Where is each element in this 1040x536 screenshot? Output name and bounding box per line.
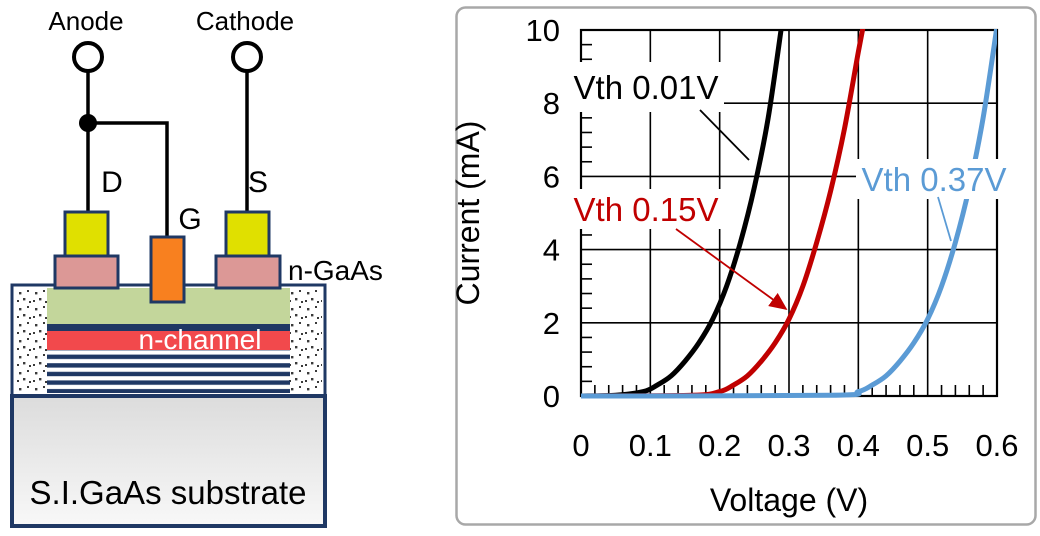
- isolation-region-right: [289, 288, 322, 393]
- cathode-label: Cathode: [196, 6, 294, 36]
- y-tick-label: 8: [543, 86, 560, 121]
- substrate-label: S.I.GaAs substrate: [30, 474, 307, 511]
- x-tick-label: 0.1: [629, 428, 672, 463]
- channel-layer: [47, 331, 290, 350]
- iv-curve: [581, 29, 784, 399]
- wire-junction-dot: [79, 114, 97, 132]
- annotation-label: Vth 0.01V: [574, 69, 719, 106]
- annotation-box: [568, 62, 724, 112]
- cap-label: n-GaAs: [288, 255, 383, 286]
- annotation-leader-line: [699, 109, 750, 161]
- y-tick-label: 10: [526, 13, 560, 48]
- substrate: [10, 394, 327, 528]
- y-tick-label: 0: [543, 379, 560, 414]
- y-tick-label: 2: [543, 306, 560, 341]
- annotation-box: [856, 159, 1012, 199]
- gate-label: G: [178, 203, 201, 236]
- gate-wire: [88, 121, 169, 242]
- source-contact-base: [214, 254, 282, 290]
- annotation-box: [568, 189, 724, 229]
- isolation-region-left: [15, 288, 47, 393]
- iv-curve: [581, 29, 866, 399]
- gate-electrode: [149, 235, 186, 304]
- x-tick-label: 0.4: [837, 428, 880, 463]
- drain-contact-cap: [63, 210, 110, 258]
- x-tick-label: 0.3: [767, 428, 810, 463]
- device-diagram: Anode Cathode D S G n-channel S.I.GaAs s…: [10, 6, 383, 528]
- x-tick-label: 0.5: [906, 428, 949, 463]
- annotations-layer: Vth 0.01V Vth 0.15V Vth 0.37V: [568, 62, 1012, 311]
- y-tick-label: 6: [543, 159, 560, 194]
- x-tick-label: 0.6: [975, 428, 1018, 463]
- x-axis-title: Voltage (V): [710, 482, 868, 518]
- anode-label: Anode: [48, 6, 123, 36]
- anode-terminal-circle: [72, 41, 104, 73]
- source-contact-cap: [224, 210, 271, 258]
- channel-label: n-channel: [139, 324, 262, 355]
- drain-contact-base: [53, 254, 120, 290]
- y-axis-title: Current (mA): [450, 121, 486, 306]
- source-label: S: [248, 166, 268, 199]
- annotation-leader-line: [675, 228, 788, 311]
- drain-label: D: [101, 166, 123, 199]
- superlattice-layer: [47, 350, 290, 393]
- wires: [86, 71, 249, 242]
- barrier-layer: [47, 324, 290, 331]
- y-tick-label: 4: [543, 233, 560, 268]
- cathode-terminal-circle: [231, 41, 263, 73]
- annotation-label: Vth 0.37V: [862, 161, 1007, 198]
- x-tick-label: 0.2: [698, 428, 741, 463]
- annotation-label: Vth 0.15V: [574, 191, 719, 228]
- x-tick-label: 0: [572, 428, 589, 463]
- annotation-leader-line: [937, 196, 952, 242]
